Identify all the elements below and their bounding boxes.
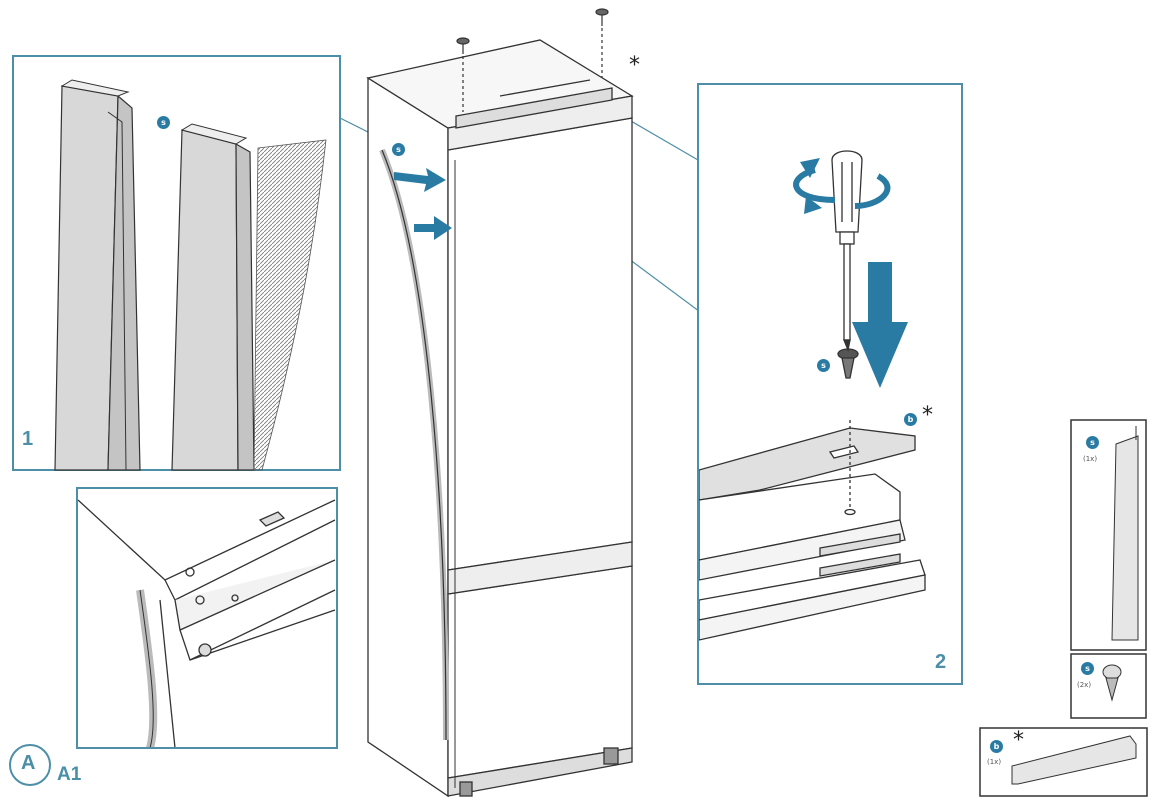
parts-screw-qty: (2x)	[1077, 681, 1092, 689]
screw-icon	[837, 348, 859, 379]
push-arrow-icon	[394, 168, 452, 240]
badge-strip-fridge: s	[392, 143, 405, 156]
badge-screw: s	[817, 359, 830, 372]
screwdriver-icon	[831, 150, 863, 353]
fridge-cabinet	[366, 39, 634, 798]
panel-2-screw-detail	[697, 83, 963, 685]
badge-bracket: b	[904, 413, 917, 426]
badge-strip: s	[157, 116, 170, 129]
parts-strip-badge: s	[1086, 436, 1099, 449]
parts-bracket-badge: b	[990, 740, 1003, 753]
section-code: A1	[57, 764, 82, 785]
down-arrow-icon	[852, 262, 908, 388]
panel-2-label: 2	[935, 651, 946, 673]
panel-1-gasket-detail	[12, 55, 341, 471]
screw-icon	[456, 8, 609, 112]
parts-bracket-qty: (1x)	[987, 758, 1002, 766]
panel-corner-detail	[76, 487, 338, 749]
parts-strip-qty: (1x)	[1083, 455, 1098, 463]
parts-screw-badge: s	[1081, 662, 1094, 675]
parts-list	[979, 419, 1148, 797]
screw-icon	[1102, 664, 1122, 702]
section-circle	[9, 744, 51, 786]
asterisk-top-bracket: *	[629, 53, 640, 78]
panel-1-label: 1	[22, 428, 33, 450]
asterisk-detail-bracket: *	[922, 403, 933, 428]
asterisk-parts-bracket: *	[1013, 728, 1024, 753]
section-letter: A	[21, 752, 36, 774]
